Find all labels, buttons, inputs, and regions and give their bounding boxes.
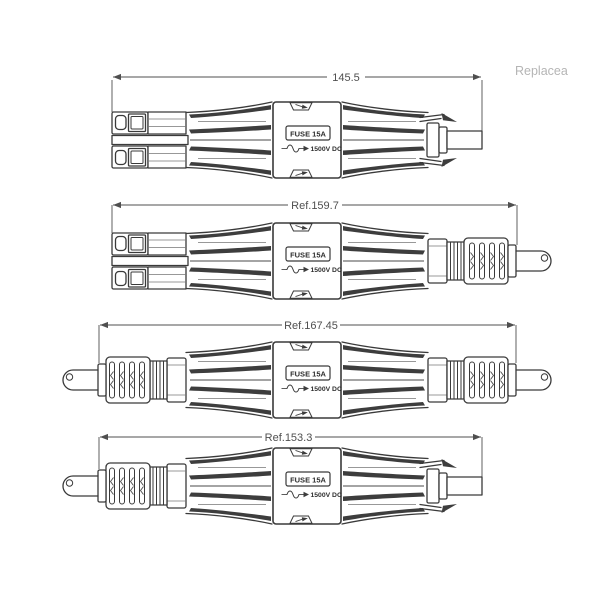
female-coupler-end <box>111 111 189 169</box>
connector-variant-1: 145.5 <box>111 71 483 179</box>
extension-lines <box>111 205 518 245</box>
extension-lines <box>111 80 483 131</box>
dimension-label: Ref.159.7 <box>291 200 339 212</box>
connector-variant-3: Ref.167.45 <box>62 319 552 419</box>
connector-variant-4: Ref.153.3 <box>62 431 483 525</box>
extension-lines <box>98 325 517 363</box>
dimension-label: Ref.153.3 <box>265 432 313 444</box>
connector-variant-2: Ref.159.7 <box>111 199 552 300</box>
fuse-body <box>272 222 343 300</box>
watermark-text: Replacea <box>515 64 568 78</box>
fuse-body <box>272 447 343 525</box>
dimension-label: 145.5 <box>332 72 360 84</box>
dimension-label-mask <box>282 319 340 331</box>
fuse-body <box>272 101 343 179</box>
dimension-label-mask <box>262 431 315 443</box>
dimension-label-mask <box>327 71 365 83</box>
extension-lines <box>98 437 483 477</box>
fuse-body <box>272 341 343 419</box>
female-coupler-end <box>111 232 189 290</box>
dimension-label: Ref.167.45 <box>284 320 338 332</box>
dimension-label-mask <box>288 199 342 211</box>
